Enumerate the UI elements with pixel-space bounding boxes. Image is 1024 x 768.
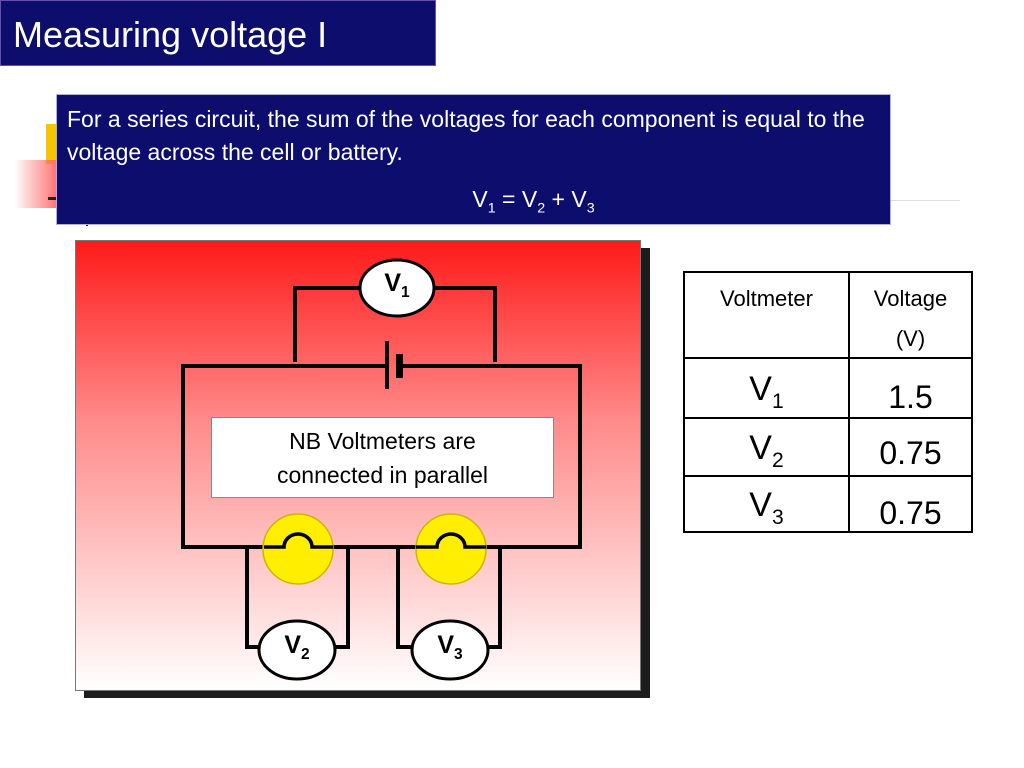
note-box: NB Voltmeters are connected in parallel: [211, 417, 554, 498]
voltmeter-subscript: 2: [301, 646, 310, 663]
main-wire-left: [181, 364, 385, 549]
v3-wire-right: [486, 545, 502, 649]
equation-term2-symbol: V: [571, 186, 587, 212]
voltmeter-symbol: V: [384, 269, 402, 297]
note-line-2: connected in parallel: [277, 461, 488, 488]
table-row-divider: [685, 417, 971, 419]
voltmeter-v3-label: V3: [410, 631, 490, 669]
table-row-v3-value: 0.75: [879, 495, 942, 531]
decorative-accent-bar: [46, 124, 58, 164]
equation-lhs-subscript: 1: [487, 200, 496, 217]
note-line-1: NB Voltmeters are: [289, 427, 476, 454]
equation-lhs-symbol: V: [472, 186, 488, 212]
v2-wire-right: [334, 545, 350, 649]
equation-term1-subscript: 2: [537, 200, 546, 217]
table-row-divider: [685, 475, 971, 477]
main-wire-right: [402, 364, 582, 549]
voltmeter-subscript: 1: [771, 389, 784, 413]
slide-title: Measuring voltage I: [13, 14, 328, 55]
table-header-unit: (V): [895, 326, 926, 351]
voltmeter-subscript: 3: [454, 646, 463, 663]
bulb-left: [262, 513, 334, 585]
voltmeter-symbol: V: [284, 631, 302, 659]
table-row-v1-value: 1.5: [888, 379, 933, 415]
voltage-table: Voltmeter Voltage (V) V1 1.5 V2 0.75 V3 …: [683, 271, 973, 533]
v2-wire-left: [245, 545, 260, 649]
voltmeter-v3-body: [410, 619, 490, 681]
note-text: NB Voltmeters are connected in parallel: [277, 424, 488, 492]
table-column-divider: [848, 273, 850, 531]
info-box: For a series circuit, the sum of the vol…: [56, 94, 891, 225]
v3-wire-left: [396, 545, 414, 649]
voltmeter-v2-label: V2: [257, 631, 337, 669]
voltmeter-symbol: V: [437, 631, 455, 659]
table-header-voltmeter: Voltmeter: [720, 286, 813, 311]
voltmeter-subscript: 3: [771, 505, 784, 529]
voltmeter-symbol: V: [749, 486, 772, 524]
table-row-divider: [685, 357, 971, 359]
bulb-right: [415, 513, 487, 585]
voltage-equation: V1 = V2 + V3: [57, 185, 890, 223]
voltmeter-v1-body: [358, 258, 436, 318]
voltmeter-symbol: V: [749, 370, 772, 408]
equation-term1-symbol: V: [521, 186, 538, 212]
voltmeter-subscript: 2: [771, 448, 784, 472]
equation-term2-subscript: 3: [586, 200, 595, 217]
table-row-v3-label: V3: [685, 485, 848, 538]
table-row-v1-label: V1: [685, 369, 848, 422]
v1-wire: [293, 286, 364, 362]
equation-plus: +: [551, 186, 565, 212]
voltmeter-subscript: 1: [401, 284, 410, 301]
voltmeter-v2-body: [257, 619, 337, 681]
voltmeter-symbol: V: [749, 429, 772, 467]
info-text: For a series circuit, the sum of the vol…: [67, 106, 865, 165]
table-row-v2-label: V2: [685, 428, 848, 481]
title-bar: Measuring voltage I: [0, 0, 436, 66]
equation-equals: =: [502, 186, 516, 212]
cell-plate-short: [396, 354, 403, 378]
table-row-v2-value: 0.75: [879, 435, 942, 471]
decorative-gradient-block: [14, 160, 58, 208]
table-header-voltage: Voltage: [873, 286, 948, 311]
decorative-dash: [48, 197, 58, 200]
v1-wire-right: [430, 286, 497, 362]
decorative-rule: [890, 200, 960, 201]
voltmeter-v1-label: V1: [357, 269, 437, 307]
